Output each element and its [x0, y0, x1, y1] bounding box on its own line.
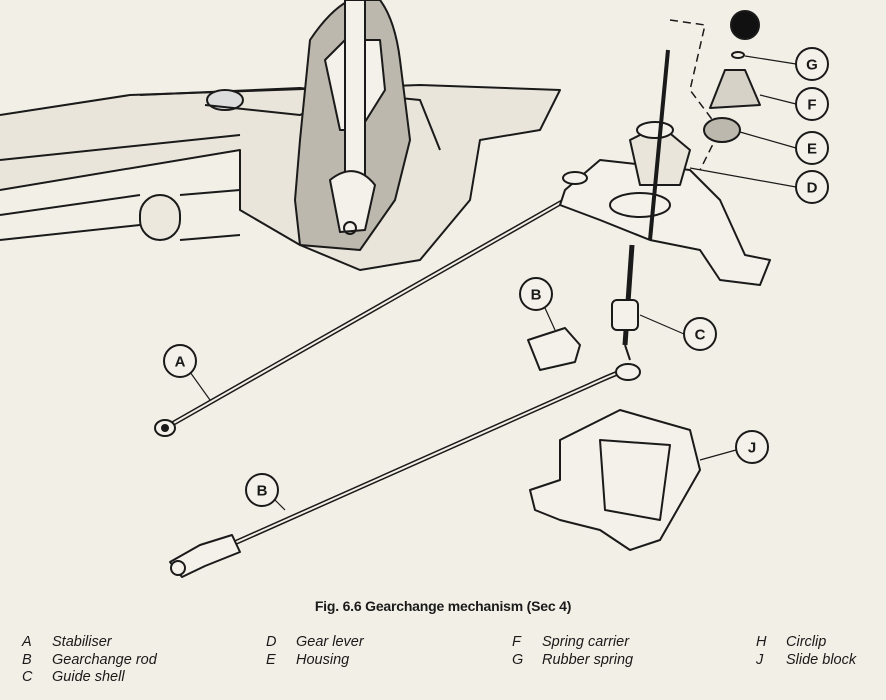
legend-item: H Circlip	[756, 634, 856, 652]
slide-block-cavity	[599, 439, 671, 521]
spring-carrier-part	[703, 117, 741, 143]
callout-A: A	[163, 344, 197, 378]
legend-label: Guide shell	[52, 669, 125, 685]
gearchange-diagram: G F E D C B A B J	[0, 0, 829, 578]
legend-key: C	[22, 669, 33, 685]
slide-block-part	[529, 409, 701, 551]
legend-label: Spring carrier	[542, 634, 630, 650]
svg-text:F: F	[807, 97, 816, 114]
legend-label: Rubber spring	[542, 651, 634, 668]
svg-text:E: E	[807, 141, 817, 158]
legend-key: A	[22, 634, 32, 650]
svg-text:D: D	[807, 180, 818, 197]
legend-key: H	[756, 634, 767, 650]
legend-key: E	[266, 651, 276, 668]
svg-text:C: C	[695, 327, 706, 344]
svg-text:J: J	[748, 440, 756, 457]
legend-column-2: D Gear lever E Housing	[266, 634, 364, 669]
legend-label: Stabiliser	[52, 634, 112, 650]
callout-F: E	[795, 131, 829, 165]
legend-key: J	[756, 651, 764, 668]
legend-column-1: A Stabiliser B Gearchange rod C Guide shell	[22, 634, 157, 687]
legend-key: F	[512, 634, 521, 650]
callout-G: F	[795, 87, 829, 121]
guide-shell-part	[527, 327, 581, 371]
callout-C: B	[519, 277, 553, 311]
legend-key: G	[512, 651, 524, 668]
leader-lines	[189, 55, 797, 511]
circlip-part	[731, 51, 745, 59]
legend-label: Gear lever	[296, 634, 364, 650]
legend-key: B	[22, 651, 32, 668]
rubber-spring-part	[709, 69, 761, 109]
callout-H: G	[795, 47, 829, 81]
legend-item: E Housing	[266, 652, 364, 670]
legend-item: B Gearchange rod	[22, 652, 157, 670]
legend-item: J Slide block	[756, 652, 856, 670]
stabiliser-rod	[154, 199, 564, 437]
gearchange-rod	[169, 363, 641, 578]
gearbox-body	[0, 84, 561, 271]
gear-lever	[611, 49, 670, 361]
legend-item: C Guide shell	[22, 669, 157, 687]
legend-item: G Rubber spring	[512, 652, 633, 670]
callout-E: D	[795, 170, 829, 204]
legend-item: D Gear lever	[266, 634, 364, 652]
legend-column-3: F Spring carrier G Rubber spring	[512, 634, 633, 669]
svg-text:G: G	[806, 57, 818, 74]
legend-item: F Spring carrier	[512, 634, 633, 652]
callout-J: J	[735, 430, 769, 464]
svg-text:B: B	[531, 287, 542, 304]
legend-column-4: H Circlip J Slide block	[756, 634, 856, 669]
legend-label: Circlip	[786, 634, 827, 650]
legend-label: Housing	[296, 651, 350, 668]
housing-plate	[559, 121, 771, 286]
svg-text:A: A	[175, 354, 186, 371]
cutaway-housing	[294, 0, 411, 251]
legend-label: Slide block	[786, 651, 857, 668]
legend-key: D	[266, 634, 277, 650]
gear-knob	[730, 10, 760, 40]
legend-label: Gearchange rod	[52, 651, 157, 668]
legend-item: A Stabiliser	[22, 634, 157, 652]
callout-D: C	[683, 317, 717, 351]
svg-text:B: B	[257, 483, 268, 500]
figure-caption: Fig. 6.6 Gearchange mechanism (Sec 4)	[314, 598, 572, 614]
callout-B: B	[245, 473, 279, 507]
